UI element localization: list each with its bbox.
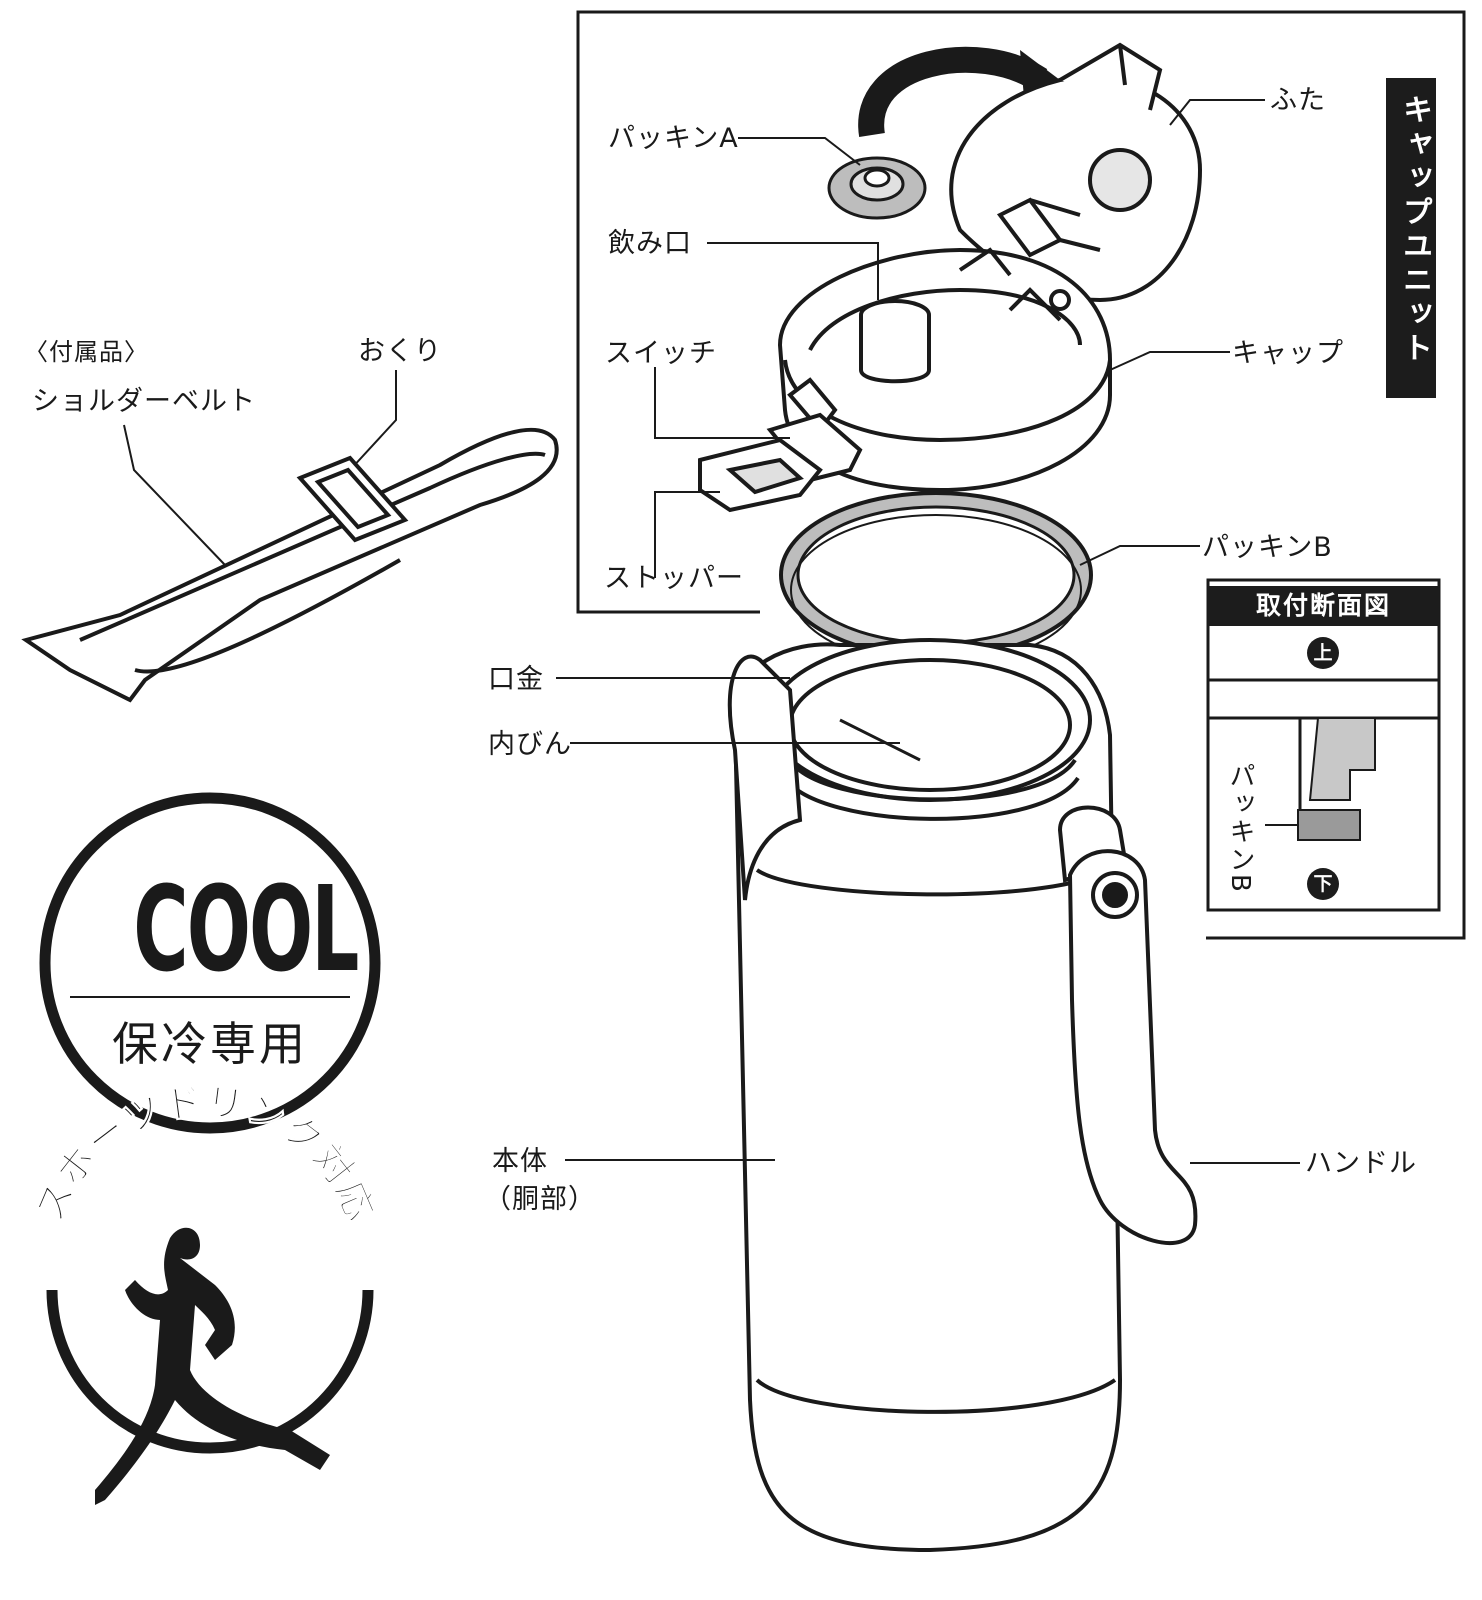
label-buckle: おくり — [358, 336, 442, 367]
cool-badge-ring — [39, 792, 381, 1134]
sports-badge-arc-text: スポーツドリンク対応 — [27, 1079, 383, 1228]
label-mouthpiece: 飲み口 — [608, 228, 692, 259]
cap-unit-title: キャップユニット — [1397, 94, 1432, 366]
label-mouth-ring: 口金 — [488, 664, 544, 695]
label-inner-bottle: 内びん — [488, 729, 572, 760]
switch-illustration — [698, 377, 863, 513]
label-lid: ふた — [1270, 85, 1326, 116]
leader-lines — [123, 99, 1300, 1164]
lid-illustration — [949, 42, 1203, 303]
label-body-sub: （胴部） — [484, 1184, 596, 1215]
label-accessory: 〈付属品〉 — [24, 338, 149, 366]
label-gasket-a: パッキンA — [608, 123, 739, 154]
label-handle: ハンドル — [1305, 1148, 1417, 1179]
cap-unit-frame — [576, 10, 1466, 940]
cross-section-panel — [1206, 578, 1441, 912]
cool-badge-title: COOL — [133, 860, 359, 998]
cap-illustration — [777, 247, 1112, 493]
shoulder-belt-illustration — [21, 427, 559, 703]
bottle-body-illustration — [732, 638, 1123, 1553]
runner-icon — [95, 1227, 330, 1505]
label-gasket-b: パッキンB — [1202, 532, 1333, 563]
open-arrow-icon — [858, 46, 1048, 138]
handle-illustration — [727, 654, 1198, 1245]
cap-unit-title-panel: キャップユニット — [1386, 78, 1436, 398]
label-body: 本体 — [492, 1146, 548, 1177]
gasket-a-illustration — [827, 156, 927, 220]
gasket-b-illustration — [779, 491, 1093, 666]
label-shoulder-belt: ショルダーベルト — [32, 386, 256, 417]
badge-bottom: 下 — [1307, 868, 1339, 900]
label-cap: キャップ — [1232, 338, 1344, 369]
sports-badge: スポーツドリンク対応 — [27, 1079, 383, 1505]
cool-badge-subtitle: 保冷専用 — [112, 1017, 308, 1071]
cross-section-title: 取付断面図 — [1208, 586, 1439, 626]
label-switch: スイッチ — [605, 338, 717, 369]
badge-top: 上 — [1307, 637, 1339, 669]
cross-section-gasket-label: パッキンB — [1225, 762, 1255, 894]
label-stopper: ストッパー — [604, 563, 744, 594]
